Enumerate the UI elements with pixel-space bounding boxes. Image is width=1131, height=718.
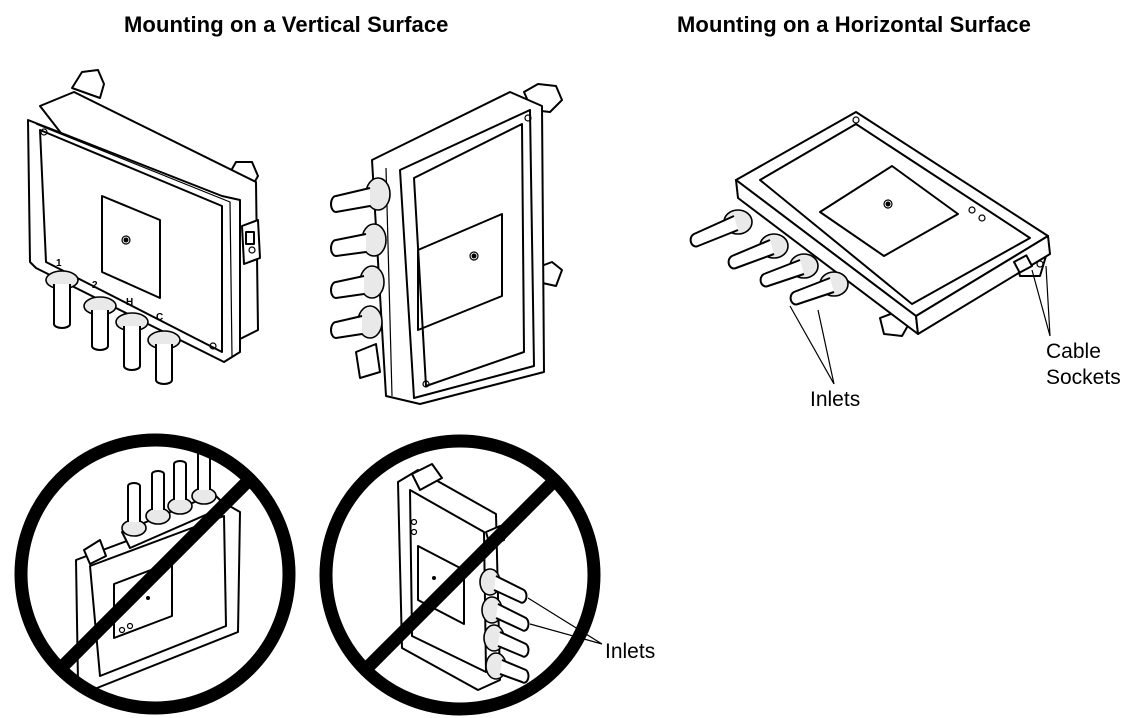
incorrect-ports-sideways (319, 434, 603, 716)
inlets-callout-horizontal: Inlets (810, 388, 861, 411)
prohibited-circle-2 (319, 434, 601, 716)
enclosure-horizontal (689, 111, 1051, 385)
heading-vertical-mounting: Mounting on a Vertical Surface (124, 12, 449, 37)
enclosure-vertical-side (330, 83, 563, 405)
incorrect-ports-up (14, 433, 296, 715)
prohibited-slash-2 (360, 475, 560, 675)
prohibited-slash (55, 474, 255, 674)
port-number-1: 1 (56, 258, 62, 269)
enclosure-vertical-front: 1 2 H C (27, 69, 261, 385)
sockets-callout: Sockets (1046, 366, 1121, 389)
cable-callout: Cable (1046, 340, 1101, 363)
port-number-2: 2 (92, 280, 98, 291)
prohibited-circle (14, 433, 296, 715)
port-number-C: C (156, 312, 163, 323)
heading-horizontal-mounting: Mounting on a Horizontal Surface (677, 12, 1031, 37)
inlets-callout-incorrect: Inlets (605, 640, 656, 663)
port-number-H: H (126, 297, 133, 308)
